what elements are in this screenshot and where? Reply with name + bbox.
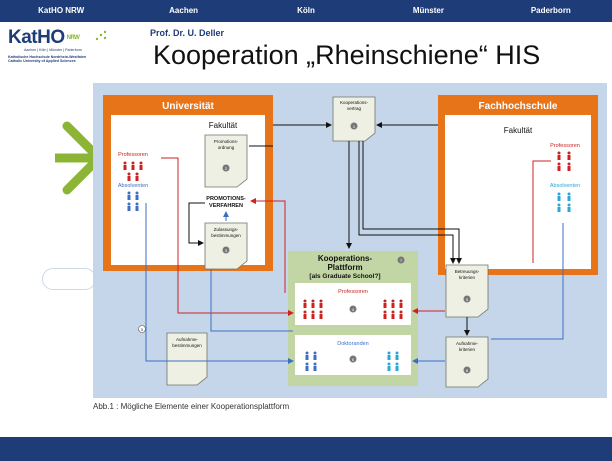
doc-zulassungsbestimmungen-line2: bestimmungen <box>211 233 241 238</box>
promotionsverfahren-line1: PROMOTIONS- <box>206 196 246 202</box>
doc-kooperationsvertrag-line2: vertrag <box>347 106 362 111</box>
fachhochschule-box: Fachhochschule Fakultät Professoren Abso… <box>438 95 598 275</box>
connector-lines-black <box>188 122 470 336</box>
doc-promotionsordnung: Promotions- ordnung 2 <box>204 134 248 188</box>
platform-professoren: Professoren <box>338 289 368 295</box>
number-8: 8 <box>466 368 469 373</box>
logo-dots-icon <box>95 30 107 41</box>
platform-doktoranden-figures <box>305 351 399 371</box>
doc-aufnahmekriterien-line2: kriterien <box>459 347 476 352</box>
decorative-circle <box>42 268 96 290</box>
platform-title-line2: Plattform <box>327 263 362 272</box>
number-4: 4 <box>352 307 355 312</box>
logo-institution-en: Catholic University of Applied Sciences <box>8 59 76 64</box>
number-5-betreuung: 5 <box>466 297 469 302</box>
kooperationsplattform: Kooperations- Plattform [als Graduate Sc… <box>288 251 418 386</box>
doc-aufnahmebestimmungen: Aufnahme- bestimmungen <box>166 332 208 386</box>
number-6: 6 <box>352 357 355 362</box>
doc-zulassungsbestimmungen: Zulassungs- bestimmungen 3 <box>204 222 248 270</box>
platform-professor-figures <box>303 299 403 319</box>
fachhochschule-professoren: Professoren <box>550 143 580 149</box>
author-name: Prof. Dr. U. Deller <box>150 28 225 38</box>
nav-item-katho-nrw[interactable]: KatHO NRW <box>38 6 85 15</box>
doc-promotionsordnung-line1: Promotions- <box>214 139 239 144</box>
fachhochschule-professor-figures <box>557 151 571 171</box>
doc-aufnahmebestimmungen-line2: bestimmungen <box>172 343 202 348</box>
nav-item-aachen[interactable]: Aachen <box>169 6 199 15</box>
fachhochschule-header: Fachhochschule <box>479 101 558 112</box>
nav-item-muenster[interactable]: Münster <box>412 6 444 15</box>
promotionsverfahren-line2: VERFAHREN <box>209 203 243 209</box>
nav-item-koeln[interactable]: Köln <box>297 6 315 15</box>
platform-doktoranden: Doktoranden <box>337 341 369 347</box>
top-navigation-bar: KatHO NRW Aachen Köln Münster Paderborn <box>0 0 612 22</box>
logo-nrw: NRW <box>66 35 80 41</box>
connector-lines-red <box>161 157 551 316</box>
doc-zulassungsbestimmungen-line1: Zulassungs- <box>214 227 239 232</box>
logo-name: KatHO <box>8 27 65 49</box>
doc-kooperationsvertrag-line1: Kooperations- <box>340 100 369 105</box>
number-2: 2 <box>225 166 228 171</box>
logo-cities: Aachen | Köln | Münster | Paderborn <box>24 48 82 53</box>
universitaet-professor-figures <box>123 161 143 181</box>
bottom-separator <box>0 432 612 437</box>
fachhochschule-fakultaet: Fakultät <box>504 126 533 135</box>
doc-betreuungskriterien-line1: Betreuungs- <box>455 269 480 274</box>
promotionsverfahren-label: PROMOTIONS- VERFAHREN <box>206 196 246 209</box>
doc-aufnahmekriterien-line1: Aufnahme- <box>456 341 479 346</box>
connector-lines-blue <box>145 203 564 364</box>
number-3: 3 <box>225 248 228 253</box>
doc-betreuungskriterien-line2: kriterien <box>459 275 476 280</box>
universitaet-box: Universität Fakultät Professoren Absolve… <box>103 95 273 271</box>
logo-institution-de: Katholische Hochschule Nordrhein-Westfal… <box>8 54 87 59</box>
nav-item-paderborn[interactable]: Paderborn <box>530 6 571 15</box>
doc-betreuungskriterien: Betreuungs- kriterien 5 <box>445 264 489 318</box>
doc-aufnahmebestimmungen-line1: Aufnahme- <box>176 337 199 342</box>
number-7: 7 <box>400 258 403 263</box>
platform-title-line1: Kooperations- <box>318 254 373 263</box>
universitaet-fakultaet: Fakultät <box>209 121 238 130</box>
fachhochschule-absolventen-figures <box>557 192 571 212</box>
universitaet-absolventen-figures <box>127 191 139 211</box>
slide-title: Kooperation „Rheinschiene“ HIS <box>153 40 541 70</box>
number-1: 1 <box>353 124 356 129</box>
doc-kooperationsvertrag: Kooperations- vertrag 1 <box>332 96 376 142</box>
cooperation-diagram: Universität Fakultät Professoren Absolve… <box>93 83 607 398</box>
bottom-bar <box>0 437 612 461</box>
universitaet-header: Universität <box>162 101 214 112</box>
doc-promotionsordnung-line2: ordnung <box>218 145 235 150</box>
number-5-left: 5 <box>141 327 144 332</box>
universitaet-professoren: Professoren <box>118 152 148 158</box>
universitaet-absolventen: Absolventen <box>118 183 148 189</box>
platform-title-line3: [als Graduate School?] <box>309 273 380 280</box>
figure-caption: Abb.1 : Mögliche Elemente einer Kooperat… <box>93 402 290 411</box>
fachhochschule-absolventen: Absolventen <box>550 183 580 189</box>
doc-aufnahmekriterien: Aufnahme- kriterien 8 <box>445 336 489 388</box>
